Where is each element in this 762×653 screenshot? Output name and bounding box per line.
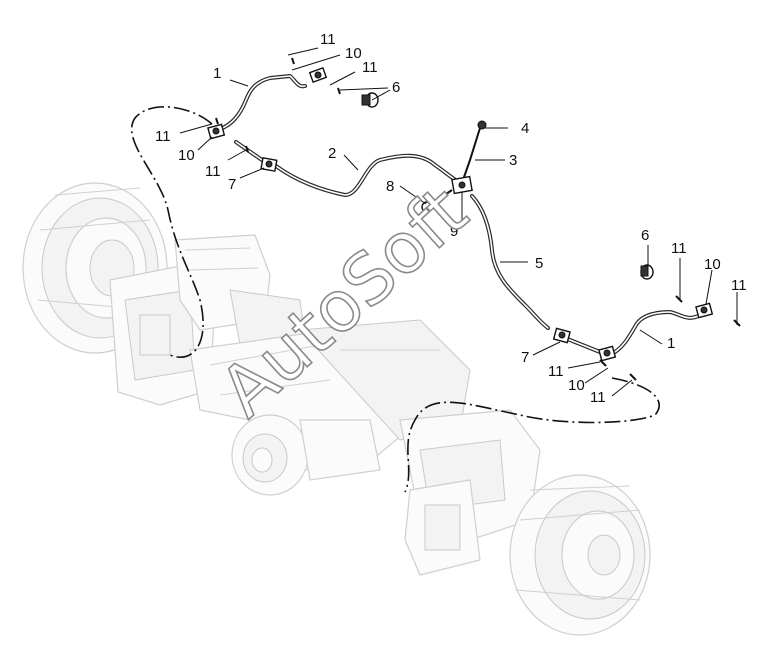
fitting-6-top [361,92,379,108]
fitting-7-right [552,327,571,344]
callout-6-top: 6 [392,79,400,96]
right-brake-caliper [404,479,481,576]
left-knuckle [174,234,306,346]
fitting-10-left [207,123,226,140]
callout-3: 3 [509,152,517,169]
fitting-6-right [640,264,654,280]
fitting-10-top [308,67,328,83]
callout-11-left: 11 [155,128,171,145]
pipe-3 [462,127,481,181]
callout-9: 9 [450,223,458,240]
leader-lines [179,47,741,397]
callout-10-lower: 10 [568,377,585,394]
tee-fitting-9 [451,175,473,195]
right-wheel-hub [509,474,651,636]
fitting-10-right-lower [598,345,617,362]
fittings [207,67,714,362]
fitting-8 [421,201,433,213]
callout-10-left: 10 [178,147,195,164]
callout-11-right: 11 [671,240,687,257]
callout-11-lower-b: 11 [590,389,606,406]
callout-11-left-b: 11 [205,163,221,180]
callout-11-top: 11 [320,31,336,48]
callout-11-right-b: 11 [731,277,747,294]
callout-6-right: 6 [641,227,649,244]
callout-7-right: 7 [521,349,529,366]
callout-7-left: 7 [228,176,236,193]
fitting-4 [477,120,487,130]
fitting-7-left [260,157,278,172]
callout-10-right: 10 [704,256,721,273]
right-hose-route [404,377,660,493]
callout-10-top: 10 [345,45,362,62]
callout-4: 4 [521,120,529,137]
callout-11-top-b: 11 [362,59,378,76]
callout-1-right: 1 [667,335,675,352]
callout-11-lower: 11 [548,363,564,380]
hose-routes [130,106,660,493]
left-hose-route [130,106,213,358]
differential-housing [231,414,381,496]
callout-2: 2 [328,145,336,162]
callout-1-top: 1 [213,65,221,82]
fitting-10-right-upper [695,302,714,319]
callout-labels: 1 11 10 11 6 11 10 11 7 2 4 3 8 9 5 6 11… [155,31,747,406]
callout-5: 5 [535,255,543,272]
callout-8: 8 [386,178,394,195]
axle-background [22,182,651,636]
